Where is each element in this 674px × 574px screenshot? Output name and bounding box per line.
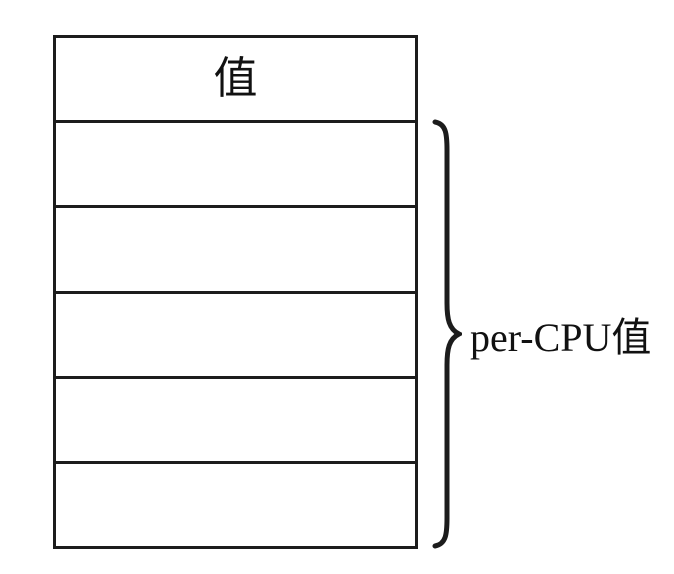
- curly-brace-icon: [432, 119, 462, 549]
- per-cpu-slot-row: [56, 208, 415, 294]
- per-cpu-slot-row: [56, 464, 415, 546]
- value-table: 值: [53, 35, 418, 549]
- value-header-label: 值: [213, 54, 258, 104]
- per-cpu-slot-row: [56, 123, 415, 209]
- per-cpu-slot-row: [56, 379, 415, 464]
- per-cpu-slot-row: [56, 294, 415, 379]
- per-cpu-values-label: per-CPU值: [470, 315, 652, 361]
- value-header-cell: 值: [56, 38, 415, 124]
